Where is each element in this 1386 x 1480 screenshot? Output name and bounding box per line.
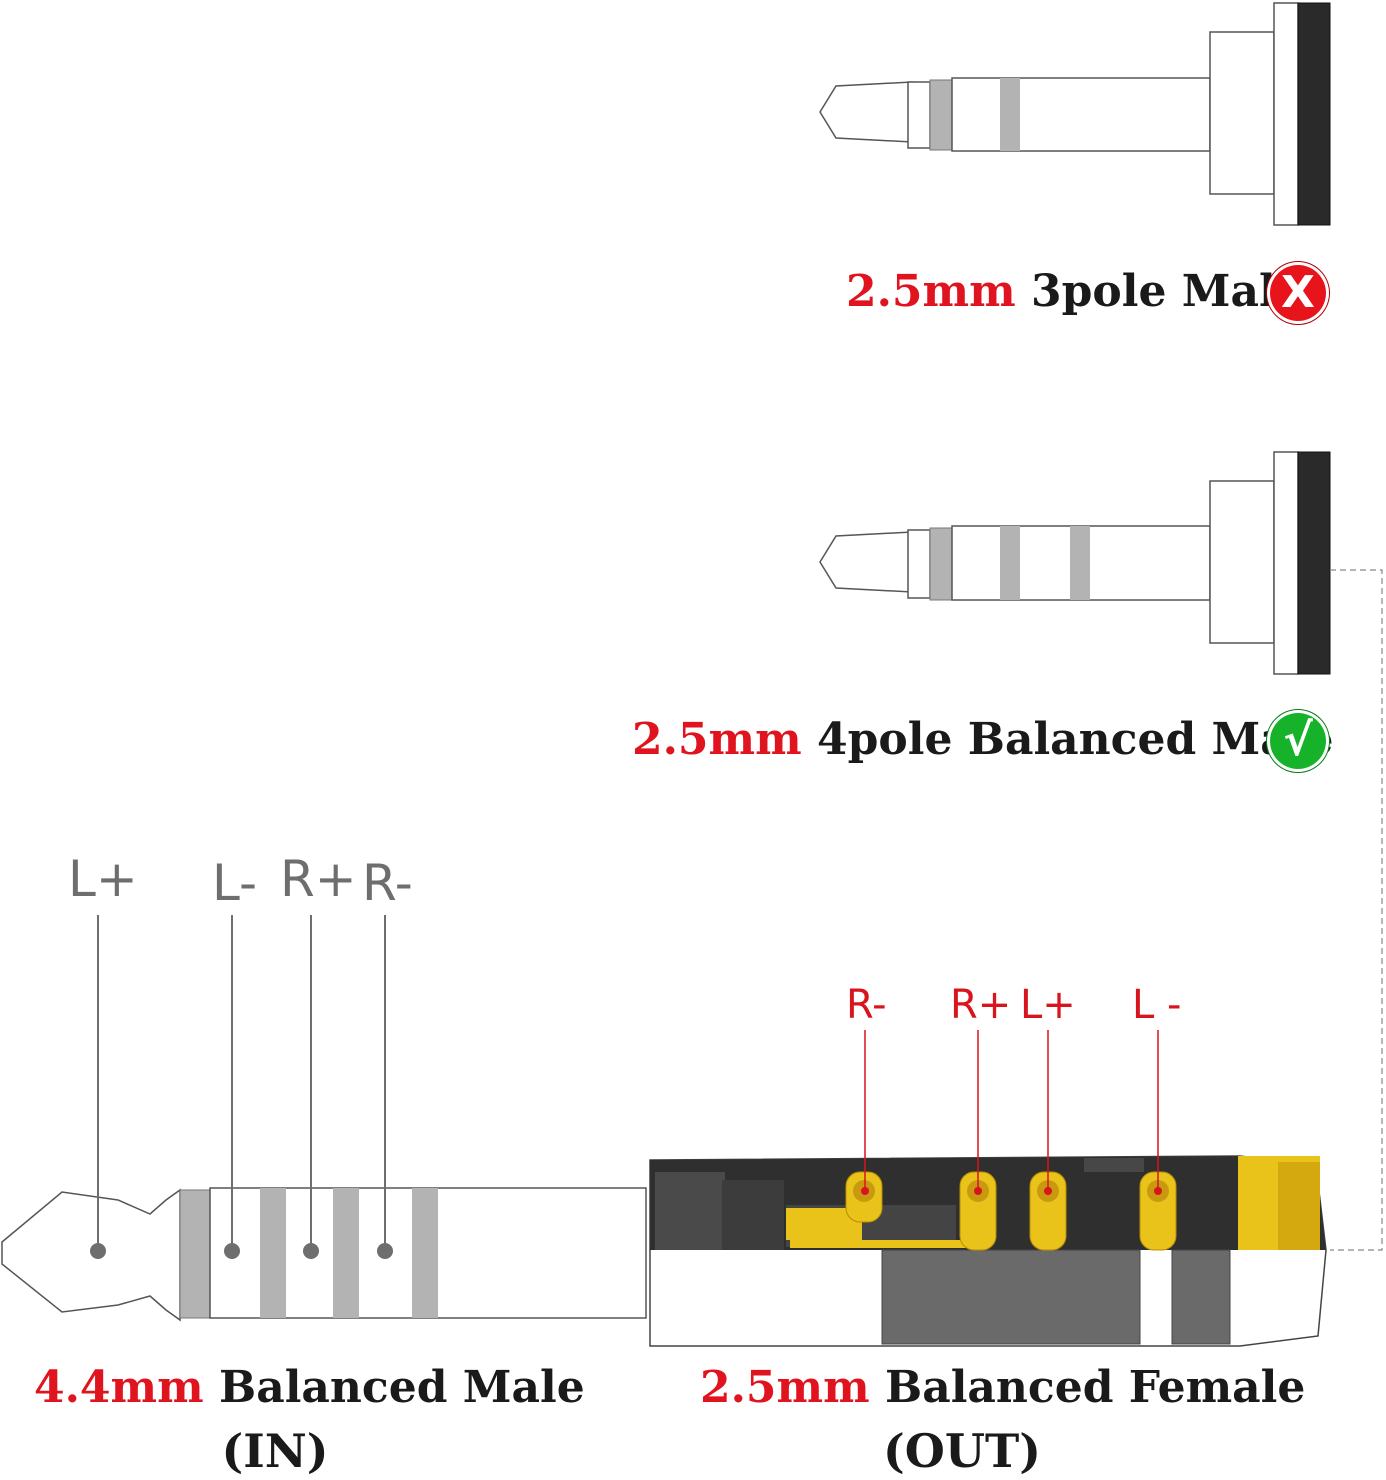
check-icon: √ bbox=[1267, 710, 1329, 772]
plug-4pole-balanced-male bbox=[819, 451, 1331, 675]
caption-25-name: Balanced Female bbox=[885, 1362, 1306, 1413]
jack-25mm-balanced-female bbox=[649, 1155, 1327, 1347]
pin-label-25-l-plus: L+ bbox=[1020, 982, 1076, 1028]
caption-25mm-balanced-female: 2.5mm Balanced Female bbox=[700, 1362, 1305, 1413]
x-icon: X bbox=[1267, 262, 1329, 324]
caption-25-size: 2.5mm bbox=[700, 1362, 870, 1413]
pin-label-44-r-plus: R+ bbox=[280, 850, 357, 908]
pin-label-44-l-minus: L- bbox=[212, 854, 258, 912]
pin-leaders-25mm bbox=[864, 1030, 1159, 1191]
caption-44-name: Balanced Male bbox=[219, 1362, 585, 1413]
caption-44mm-balanced-male: 4.4mm Balanced Male bbox=[34, 1362, 585, 1413]
pin-label-44-r-minus: R- bbox=[362, 854, 413, 912]
pin-label-25-r-plus: R+ bbox=[950, 982, 1012, 1028]
pin-label-25-r-minus: R- bbox=[846, 982, 887, 1028]
pin-leaders-44mm bbox=[97, 915, 386, 1250]
pin-label-44-l-plus: L+ bbox=[68, 850, 138, 908]
caption-3pole-name: 3pole Male bbox=[1031, 266, 1304, 317]
caption-3pole-size: 2.5mm bbox=[846, 266, 1016, 317]
caption-4pole-name: 4pole Balanced Male bbox=[817, 714, 1334, 765]
plug-3pole-male bbox=[819, 2, 1331, 226]
caption-44-direction: (IN) bbox=[221, 1424, 329, 1478]
caption-44-size: 4.4mm bbox=[34, 1362, 204, 1413]
caption-25-direction: (OUT) bbox=[883, 1424, 1041, 1478]
dashed-connector bbox=[1330, 569, 1383, 1251]
pin-dots-44mm bbox=[90, 1243, 393, 1259]
caption-3pole-male: 2.5mm 3pole Male bbox=[846, 266, 1304, 317]
caption-4pole-size: 2.5mm bbox=[632, 714, 802, 765]
plug-44mm-balanced-male bbox=[1, 1187, 647, 1322]
pin-dots-25mm bbox=[861, 1187, 1162, 1195]
pin-label-25-l-minus: L - bbox=[1132, 982, 1182, 1028]
caption-4pole-balanced-male: 2.5mm 4pole Balanced Male bbox=[632, 714, 1333, 765]
